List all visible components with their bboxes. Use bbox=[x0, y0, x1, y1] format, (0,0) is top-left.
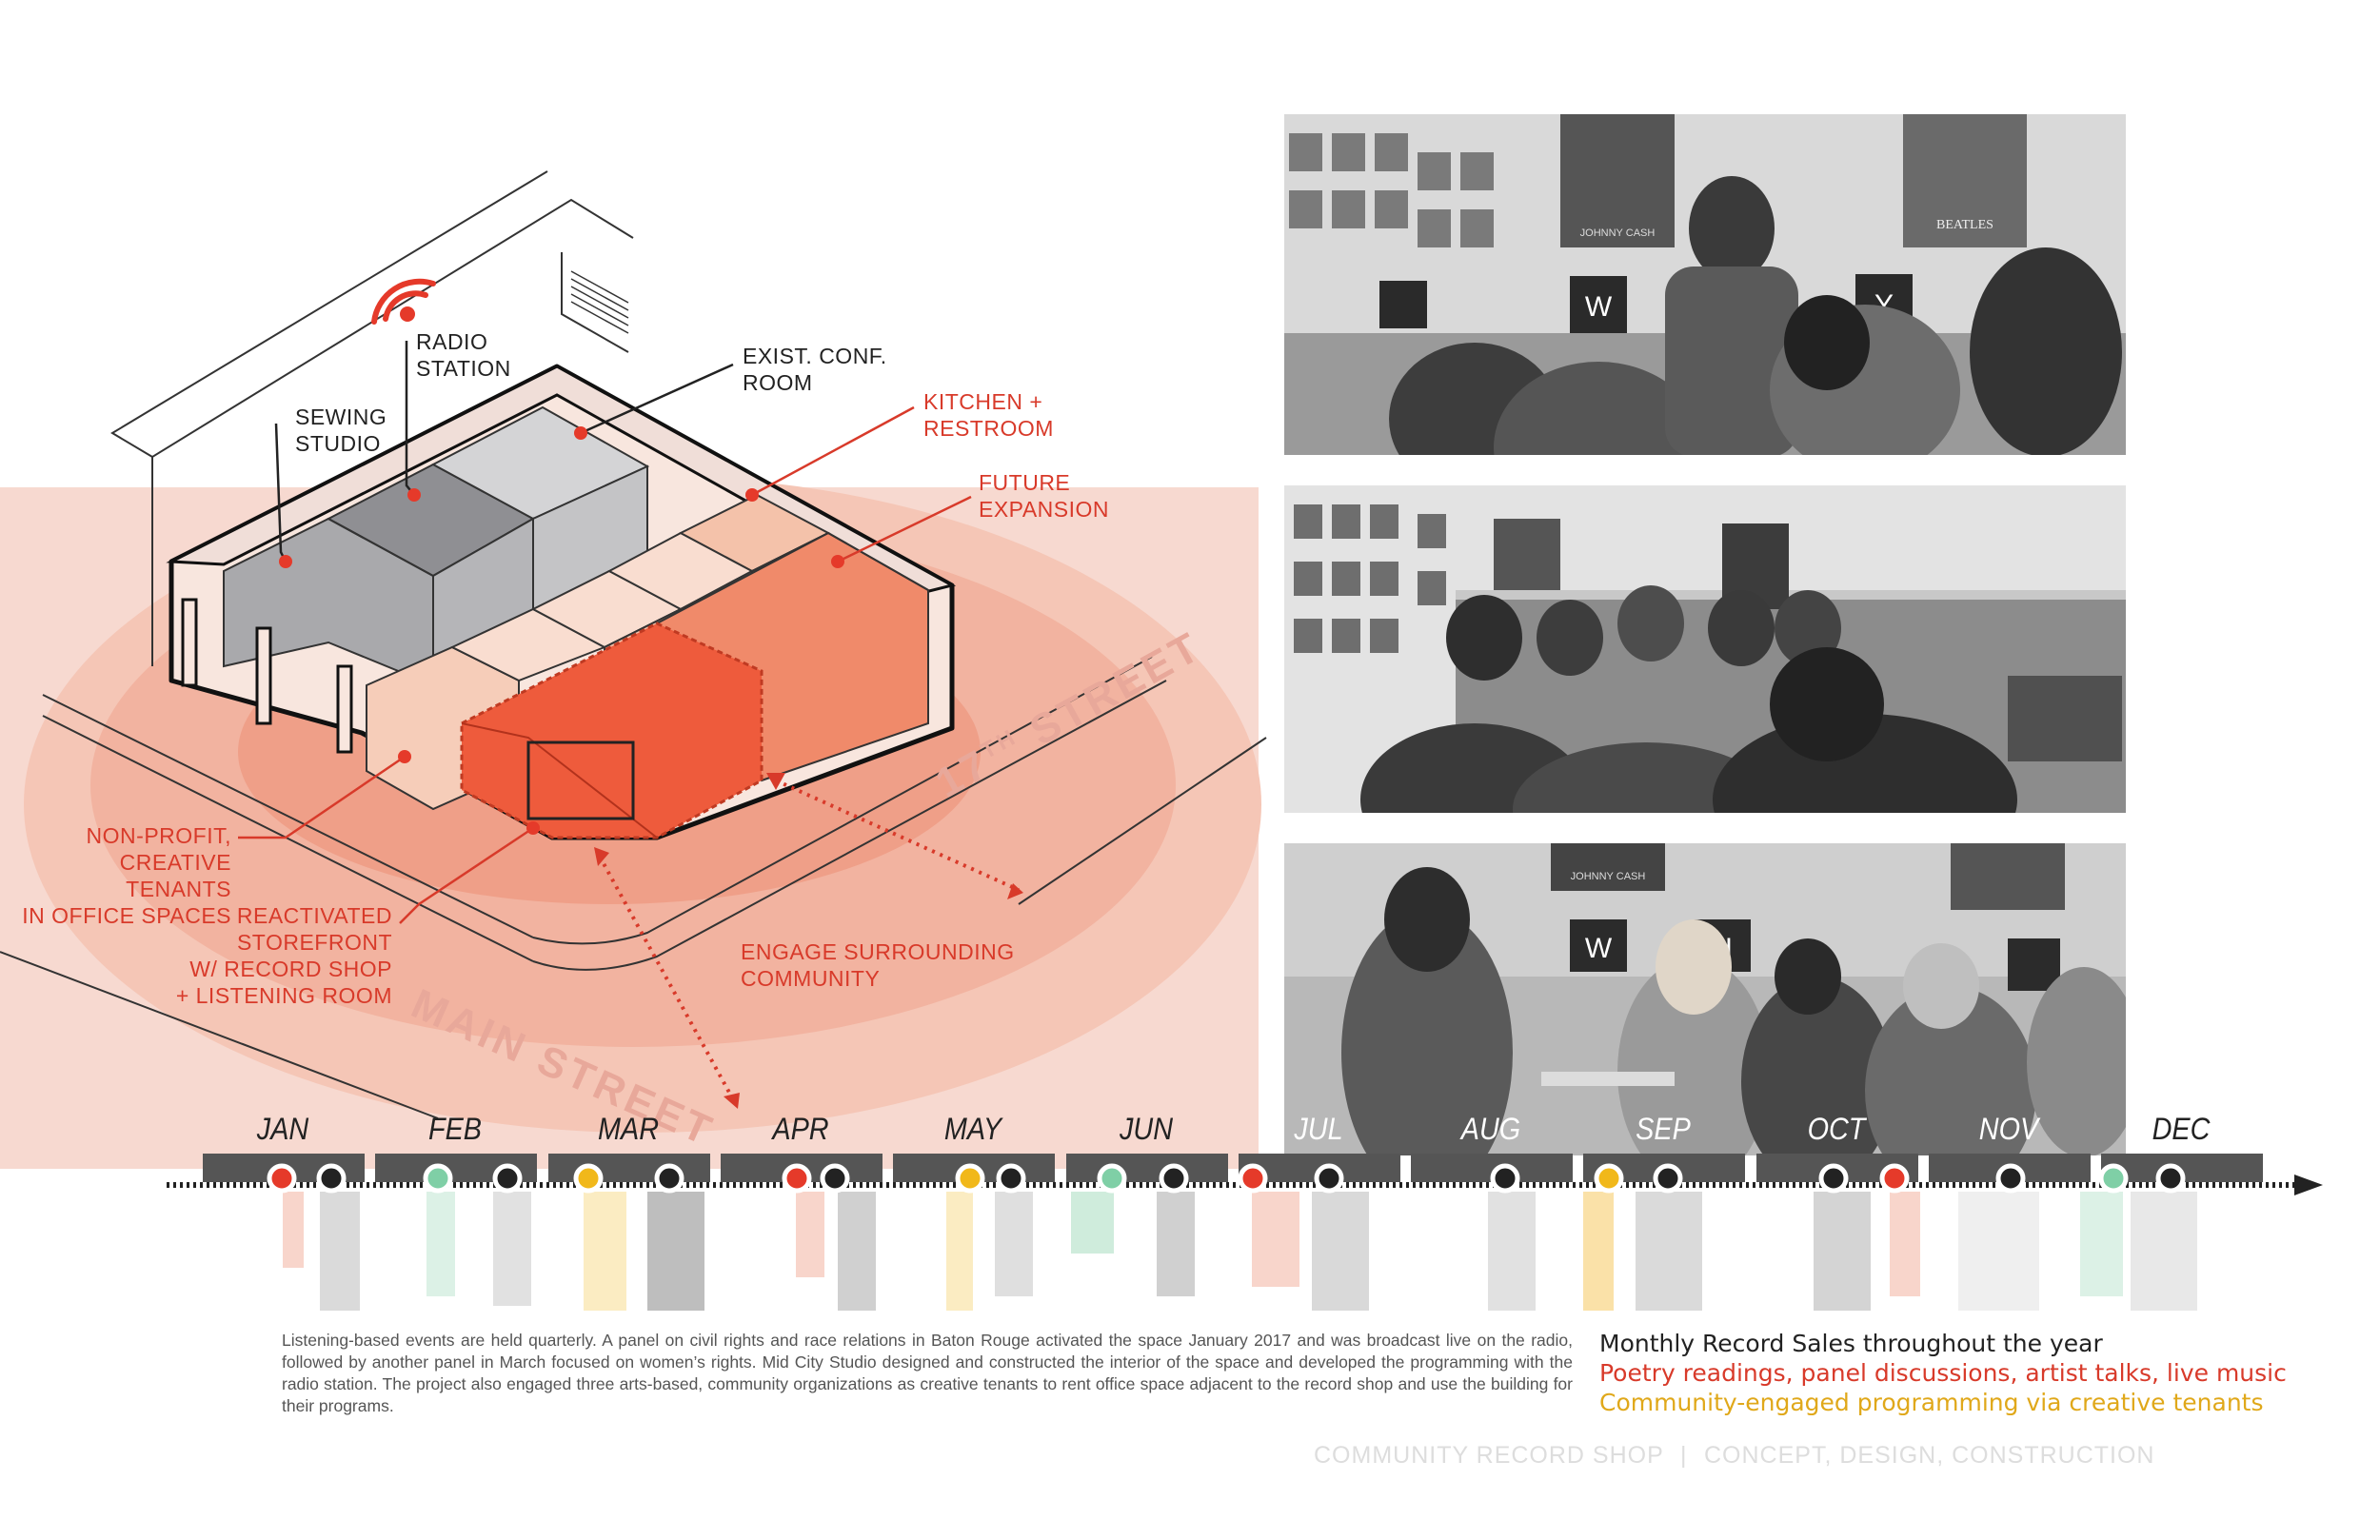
sales-dot bbox=[996, 1163, 1026, 1194]
sales-dot bbox=[2155, 1163, 2186, 1194]
radio-signal-icon bbox=[371, 278, 436, 325]
project-description: Listening-based events are held quarterl… bbox=[282, 1331, 1573, 1415]
street-line bbox=[42, 715, 534, 962]
sales-dot bbox=[492, 1163, 523, 1194]
event-dot-green bbox=[423, 1163, 453, 1194]
leader-line bbox=[837, 495, 972, 563]
poster-beatles bbox=[1903, 114, 2027, 247]
context-building bbox=[561, 252, 629, 353]
footer-separator: | bbox=[1680, 1442, 1688, 1469]
engagement-arrow bbox=[598, 856, 735, 1100]
month-label-jul: JUL bbox=[1294, 1112, 1343, 1146]
building-axonometric-diagram bbox=[0, 170, 1267, 1169]
event-dot-red bbox=[1879, 1163, 1910, 1194]
sales-dot bbox=[654, 1163, 684, 1194]
event-photo-2 bbox=[1284, 485, 2126, 813]
storefront-door bbox=[526, 740, 635, 820]
svg-text:BEATLES: BEATLES bbox=[1936, 218, 1993, 232]
storefront-block bbox=[460, 622, 764, 839]
label-kitchen-restroom: KITCHEN +RESTROOM bbox=[923, 389, 1054, 441]
event-photo-1: JOHNNY CASH BEATLES W H Y bbox=[1284, 114, 2126, 455]
month-label-aug: AUG bbox=[1460, 1112, 1521, 1146]
timeline-arrowhead bbox=[2294, 1175, 2323, 1195]
sales-dot bbox=[1159, 1163, 1189, 1194]
engagement-arrow bbox=[775, 779, 1020, 892]
sales-dot bbox=[1653, 1163, 1683, 1194]
column bbox=[336, 664, 353, 754]
svg-text:W: W bbox=[1585, 933, 1613, 964]
svg-text:JOHNNY CASH: JOHNNY CASH bbox=[1571, 871, 1646, 882]
leader-line bbox=[751, 405, 915, 497]
sales-dot bbox=[1490, 1163, 1520, 1194]
event-dot-green bbox=[2098, 1163, 2129, 1194]
month-label-jun: JUN bbox=[1120, 1112, 1173, 1146]
street-line bbox=[42, 694, 534, 938]
leader-line bbox=[580, 363, 734, 435]
sales-dot bbox=[1995, 1163, 2026, 1194]
leader-line bbox=[399, 826, 534, 924]
month-label-jan: JAN bbox=[256, 1112, 309, 1146]
svg-text:JOHNNY CASH: JOHNNY CASH bbox=[1580, 227, 1656, 239]
event-dot-red bbox=[1238, 1163, 1268, 1194]
street-line bbox=[532, 656, 1153, 945]
event-dot-yellow bbox=[955, 1163, 985, 1194]
sales-dot bbox=[316, 1163, 347, 1194]
street-line bbox=[532, 680, 1167, 971]
legend-community-tenants: Community-engaged programming via creati… bbox=[1599, 1389, 2264, 1416]
label-conference-room: EXIST. CONF.ROOM bbox=[743, 344, 887, 395]
month-label-apr: APR bbox=[772, 1112, 829, 1146]
event-dots bbox=[267, 1163, 2186, 1194]
legend-record-sales: Monthly Record Sales throughout the year bbox=[1599, 1330, 2103, 1357]
street-line bbox=[1018, 737, 1267, 905]
footer-title: COMMUNITY RECORD SHOP bbox=[1314, 1442, 1664, 1469]
event-photo-3: JOHNNY CASH W H bbox=[1284, 843, 2126, 1155]
legend-programming: Poetry readings, panel discussions, arti… bbox=[1599, 1359, 2287, 1387]
month-label-mar: MAR bbox=[597, 1112, 659, 1146]
timeline bbox=[167, 1154, 2323, 1311]
svg-text:W: W bbox=[1585, 291, 1613, 323]
sales-dot bbox=[1818, 1163, 1849, 1194]
month-label-feb: FEB bbox=[427, 1112, 482, 1146]
event-dot-red bbox=[782, 1163, 812, 1194]
month-label-may: MAY bbox=[943, 1112, 1002, 1146]
month-label-nov: NOV bbox=[1978, 1112, 2039, 1146]
street-line bbox=[0, 951, 439, 1119]
leader-line bbox=[238, 755, 406, 839]
month-label-dec: DEC bbox=[2152, 1112, 2211, 1146]
sales-dot bbox=[820, 1163, 850, 1194]
sales-dot bbox=[1314, 1163, 1344, 1194]
activity-bars bbox=[283, 1192, 2197, 1311]
radio-signal-dot bbox=[400, 306, 415, 322]
event-dot-green bbox=[1097, 1163, 1127, 1194]
month-label-sep: SEP bbox=[1636, 1112, 1691, 1146]
context-building bbox=[110, 170, 548, 458]
context-building bbox=[151, 198, 634, 666]
column bbox=[181, 598, 198, 687]
month-label-oct: OCT bbox=[1807, 1112, 1866, 1146]
poster-johnny-cash bbox=[1560, 114, 1675, 247]
event-dot-red bbox=[267, 1163, 297, 1194]
footer-subtitle: CONCEPT, DESIGN, CONSTRUCTION bbox=[1704, 1442, 2155, 1469]
column bbox=[255, 626, 272, 725]
event-dot-yellow bbox=[1594, 1163, 1624, 1194]
event-dot-yellow bbox=[573, 1163, 604, 1194]
